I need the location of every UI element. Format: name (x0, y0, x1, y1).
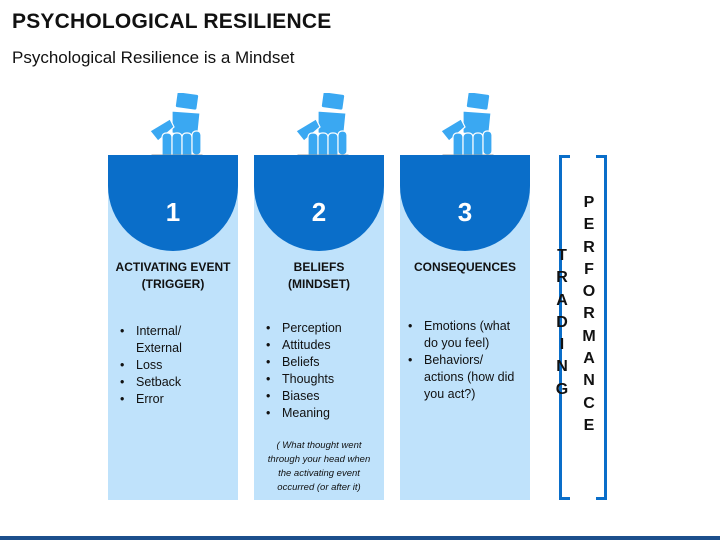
vertical-letter: N (583, 372, 595, 390)
card-heading: CONSEQUENCES (400, 259, 530, 276)
vertical-letter: E (583, 416, 595, 434)
card-number: 1 (165, 197, 181, 227)
card-beliefs: 2 BELIEFS (MINDSET) Perception Attitudes… (254, 155, 384, 500)
vertical-letter: N (556, 358, 568, 376)
vertical-letter: D (556, 313, 568, 331)
list-item: Perception (260, 320, 382, 337)
vertical-letter: A (583, 350, 595, 368)
list-item: Thoughts (260, 371, 382, 388)
vertical-letter: T (557, 247, 567, 264)
vertical-letter: F (584, 260, 594, 278)
vertical-letter: E (583, 216, 595, 234)
frame-gap (570, 497, 596, 500)
card-number: 2 (311, 197, 327, 227)
list-item: Attitudes (260, 337, 382, 354)
list-item: Meaning (260, 405, 382, 422)
hand-inserting-card-icon (295, 93, 349, 176)
card-heading-line: CONSEQUENCES (413, 260, 517, 274)
vertical-letter: A (556, 291, 568, 309)
trading-vertical-text: T R A D I N G (552, 245, 572, 401)
card-heading-line: ACTIVATING EVENT (115, 260, 231, 274)
vertical-letter: P (583, 194, 595, 211)
list-item: Error (114, 391, 236, 408)
card-list: Internal/External Loss Setback Error (114, 323, 236, 408)
card-list: Perception Attitudes Beliefs Thoughts Bi… (260, 320, 382, 422)
page-subtitle: Psychological Resilience is a Mindset (12, 48, 295, 67)
card-number: 3 (457, 197, 473, 227)
frame-gap (570, 155, 596, 158)
card-heading-line: (TRIGGER) (141, 277, 205, 291)
performance-vertical-text: P E R F O R M A N C E (579, 192, 599, 437)
list-item: Internal/External (114, 323, 236, 357)
vertical-letter: G (555, 380, 569, 398)
vertical-letter: O (582, 283, 596, 301)
footer-divider (0, 536, 720, 540)
vertical-letter: M (582, 327, 596, 345)
list-item: Setback (114, 374, 236, 391)
page-title: PSYCHOLOGICAL RESILIENCE (12, 10, 332, 33)
vertical-letter: R (583, 238, 595, 256)
card-activating-event: 1 ACTIVATING EVENT (TRIGGER) Internal/Ex… (108, 155, 238, 500)
card-heading-line: (MINDSET) (288, 277, 350, 291)
card-heading-line: BELIEFS (293, 260, 345, 274)
vertical-letter: R (556, 269, 568, 287)
card-note: ( What thought went through your head wh… (267, 440, 371, 493)
trading-performance-frame (559, 155, 607, 500)
card-heading: ACTIVATING EVENT (TRIGGER) (108, 259, 238, 293)
vertical-letter: C (583, 394, 595, 412)
card-heading: BELIEFS (MINDSET) (254, 259, 384, 293)
vertical-letter: R (583, 305, 595, 323)
list-item: Biases (260, 388, 382, 405)
list-item: Beliefs (260, 354, 382, 371)
vertical-letter: I (559, 336, 565, 354)
list-item: Loss (114, 357, 236, 374)
